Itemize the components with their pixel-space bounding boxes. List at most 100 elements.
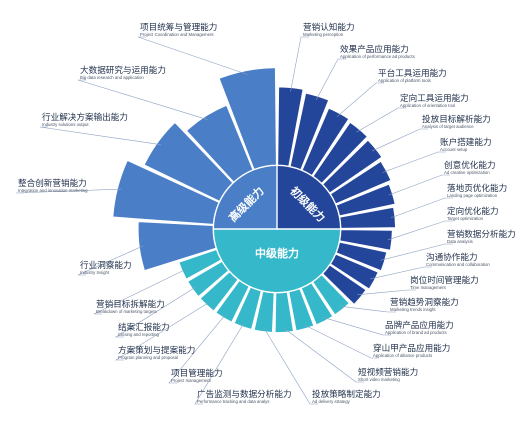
label-leader-line bbox=[357, 289, 416, 296]
intermediate-core-sector bbox=[214, 229, 340, 292]
intermediate-capability-label-en: Project management bbox=[171, 378, 211, 383]
advanced-core-sector bbox=[214, 166, 277, 229]
intermediate-petal bbox=[288, 288, 315, 332]
advanced-capability-label: 行业解决方案输出能力 bbox=[42, 111, 128, 123]
advanced-petal bbox=[186, 104, 254, 183]
intermediate-petal bbox=[300, 282, 334, 326]
label-leader-line bbox=[382, 151, 446, 173]
intermediate-capability-label: 投放策略制定能力 bbox=[312, 388, 381, 400]
junior-capability-label-en: Time management bbox=[410, 285, 446, 290]
junior-capability-label-en: Application of platform tools bbox=[378, 78, 431, 83]
advanced-capability-label-en: Industry solutions output bbox=[42, 122, 89, 127]
junior-petal bbox=[339, 229, 393, 251]
advanced-capability-label: 整合创新营销能力 bbox=[18, 177, 87, 189]
junior-capability-label: 沟通协作能力 bbox=[426, 251, 478, 263]
label-leader-line bbox=[290, 36, 309, 92]
advanced-capability-label-en: Integration and innovation marketing bbox=[18, 188, 88, 193]
label-leader-line bbox=[93, 268, 187, 315]
junior-capability-label-en: Data analysis bbox=[447, 239, 473, 244]
junior-capability-label-en: Application of orientation tool bbox=[400, 103, 455, 108]
intermediate-capability-label: 方案策划与提案能力 bbox=[118, 344, 195, 356]
junior-petal bbox=[335, 183, 396, 217]
junior-petal bbox=[322, 139, 383, 194]
junior-capability-label-en: Analysis of target audience bbox=[422, 124, 474, 129]
intermediate-capability-label: 短视频营销能力 bbox=[358, 366, 418, 378]
intermediate-capability-label: 品牌产品应用能力 bbox=[385, 319, 454, 331]
label-leader-line bbox=[168, 314, 226, 384]
junior-capability-label-en: Landing page optimization bbox=[447, 193, 498, 198]
junior-capability-label: 效果产品应用能力 bbox=[340, 43, 409, 55]
intermediate-capability-label-en: Breakdown of marketing targets bbox=[96, 309, 157, 314]
junior-petal bbox=[277, 86, 304, 167]
advanced-capability-label: 行业洞察能力 bbox=[80, 259, 132, 271]
intermediate-capability-label-en: Application of brand ad products bbox=[385, 330, 447, 335]
advanced-petal bbox=[218, 67, 277, 170]
label-leader-line bbox=[137, 36, 248, 75]
label-leader-line bbox=[263, 327, 318, 405]
label-leader-line bbox=[77, 245, 144, 276]
label-leader-line bbox=[339, 305, 396, 313]
junior-capability-label: 落地页优化能力 bbox=[447, 182, 507, 194]
intermediate-capability-label-en: Marketing trends insight bbox=[390, 307, 436, 312]
advanced-petal bbox=[112, 159, 220, 225]
junior-capability-label: 定向工具运用能力 bbox=[400, 92, 469, 104]
advanced-capability-label: 大数据研究与运用能力 bbox=[80, 64, 166, 76]
label-leader-line bbox=[387, 220, 453, 241]
wheel-core: 高级能力 初级能力 中级能力 bbox=[214, 166, 340, 292]
intermediate-capability-label: 营销目标拆解能力 bbox=[96, 298, 165, 310]
label-leader-line bbox=[380, 243, 453, 261]
label-leader-line bbox=[372, 128, 428, 152]
intermediate-capability-label-en: Ad delivery strategy bbox=[312, 399, 351, 404]
junior-capability-label: 岗位时间管理能力 bbox=[410, 274, 479, 286]
intermediate-petal bbox=[233, 286, 262, 330]
intermediate-capability-label-en: Short video marketing bbox=[358, 377, 400, 382]
intermediate-capability-label: 穿山甲产品应用能力 bbox=[373, 342, 450, 354]
intermediate-core-label: 中级能力 bbox=[255, 246, 299, 260]
intermediate-capability-label-en: Program planning and proposal bbox=[118, 355, 178, 360]
junior-core-sector bbox=[277, 166, 340, 229]
junior-capability-label-en: Target optimization bbox=[447, 216, 484, 221]
label-leader-line bbox=[356, 107, 406, 133]
label-leader-line bbox=[114, 301, 210, 361]
intermediate-capability-label-en: Application of alliance products bbox=[373, 353, 432, 358]
label-leader-line bbox=[77, 79, 208, 120]
label-leader-line bbox=[390, 197, 453, 219]
intermediate-capability-label: 项目管理能力 bbox=[171, 367, 223, 379]
intermediate-petal bbox=[178, 249, 222, 280]
intermediate-capability-label: 营销趋势洞察能力 bbox=[390, 296, 459, 308]
junior-capability-label: 定向优化能力 bbox=[447, 205, 499, 217]
advanced-petal bbox=[137, 221, 217, 272]
label-leader-line bbox=[315, 58, 346, 101]
label-leader-line bbox=[283, 328, 364, 383]
advanced-capability-label-en: Project Coordination and Management bbox=[140, 32, 214, 37]
junior-petal bbox=[301, 107, 350, 176]
intermediate-petal bbox=[187, 260, 229, 297]
junior-capability-label: 创意优化能力 bbox=[444, 159, 496, 171]
intermediate-capability-label-en: Closing and reporting bbox=[118, 332, 159, 337]
junior-capability-label: 营销数据分析能力 bbox=[447, 228, 516, 240]
junior-capability-label: 账户搭建能力 bbox=[440, 136, 492, 148]
intermediate-petal bbox=[199, 271, 239, 312]
junior-petal bbox=[339, 206, 396, 229]
junior-capability-label: 投放目标解析能力 bbox=[422, 113, 491, 125]
label-leader-line bbox=[114, 286, 197, 338]
intermediate-petal bbox=[215, 280, 250, 323]
junior-petal bbox=[289, 92, 330, 171]
intermediate-capability-label: 广告监测与数据分析能力 bbox=[197, 388, 292, 400]
junior-capability-label: 营销认知能力 bbox=[303, 21, 355, 33]
label-leaders bbox=[15, 36, 453, 405]
label-leader-line bbox=[39, 126, 162, 146]
advanced-capability-label: 项目统筹与管理能力 bbox=[140, 21, 217, 33]
intermediate-capability-label-en: Performance tracking and data analys bbox=[197, 399, 269, 404]
junior-petal bbox=[335, 241, 388, 272]
junior-capability-label-en: Account setup bbox=[440, 147, 468, 152]
label-leader-line bbox=[15, 188, 122, 194]
intermediate-petal bbox=[274, 291, 294, 333]
junior-capability-label: 平台工具运用能力 bbox=[378, 67, 447, 79]
label-leader-line bbox=[388, 174, 450, 196]
label-leader-line bbox=[336, 82, 384, 117]
junior-petal bbox=[330, 160, 392, 205]
label-leader-line bbox=[370, 266, 432, 280]
